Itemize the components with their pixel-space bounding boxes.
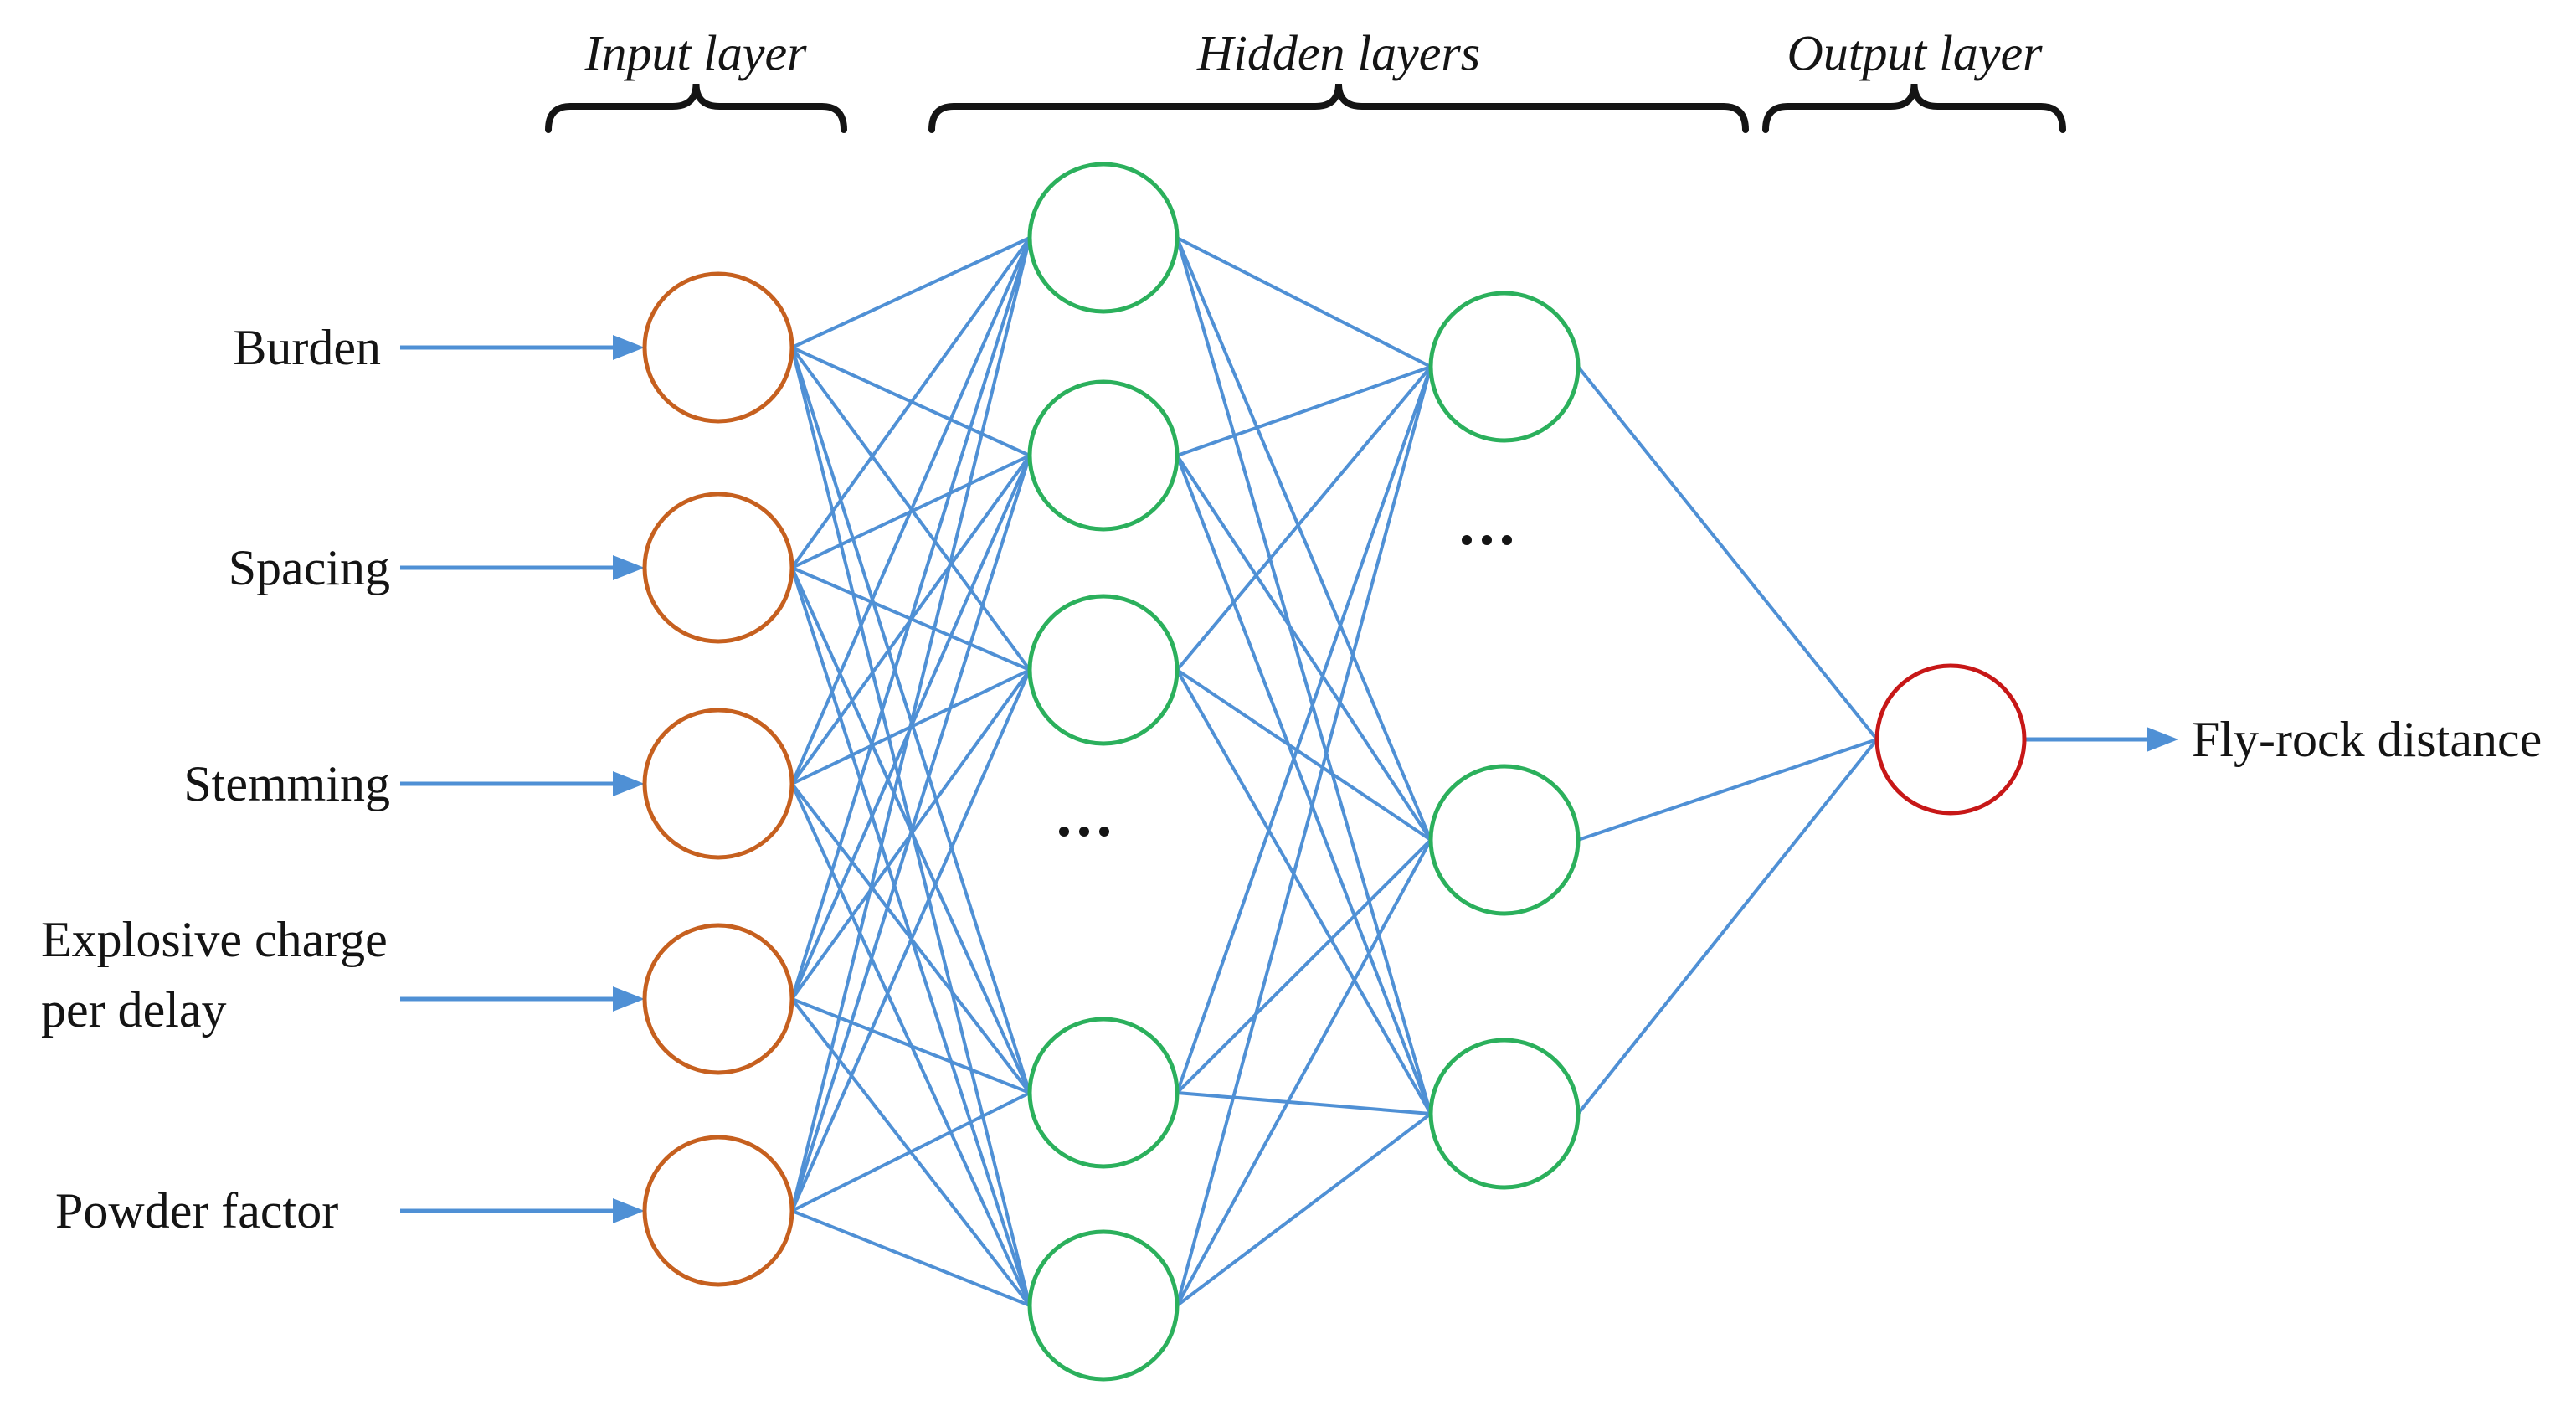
arrowhead-icon: [613, 771, 645, 796]
connection-line: [1176, 236, 1432, 368]
input-node: [642, 492, 794, 644]
arrowhead-icon: [613, 986, 645, 1012]
connection-line: [1175, 366, 1432, 1094]
connection-line: [1576, 738, 1879, 1115]
hidden-layers-header: Hidden layers: [1196, 25, 1481, 81]
connection-line: [1175, 839, 1432, 1306]
connection-line: [1576, 365, 1879, 741]
connection-line: [790, 669, 1031, 1212]
hidden2-node: [1428, 291, 1581, 443]
layer-brace: [1762, 83, 2066, 133]
ellipsis-dot: [1079, 827, 1089, 837]
input-node: [642, 1135, 794, 1287]
hidden1-node: [1027, 1229, 1180, 1382]
connection-line: [1577, 738, 1878, 842]
output-label-fly-rock-distance: Fly-rock distance: [2192, 712, 2543, 767]
input-arrow: [400, 335, 645, 360]
input-arrow: [400, 986, 645, 1012]
input-node: [642, 271, 794, 424]
connection-line: [790, 455, 1031, 1212]
connection-line: [1175, 454, 1432, 842]
arrowhead-icon: [613, 1198, 645, 1223]
hidden2-node: [1428, 764, 1581, 916]
connection-line: [1175, 669, 1432, 1115]
connection-line: [1175, 365, 1432, 672]
output-arrow: [2026, 727, 2178, 752]
connection-line: [791, 236, 1031, 349]
connection-line: [791, 1209, 1031, 1307]
connection-line: [1175, 838, 1432, 1094]
input-arrow: [400, 771, 645, 796]
connection-line: [790, 237, 1031, 785]
ellipsis-dot: [1482, 535, 1492, 545]
connection-line: [1175, 237, 1432, 841]
connection-line: [1175, 668, 1432, 842]
ellipsis-dot: [1059, 827, 1069, 837]
layer-brace: [545, 83, 847, 133]
input-arrow: [400, 1198, 645, 1223]
nodes: [642, 162, 2027, 1382]
arrowhead-icon: [613, 335, 645, 360]
arrowhead-icon: [613, 555, 645, 580]
input-label-explosive-charge-per-delay: Explosive charge per delay: [41, 912, 388, 1038]
output-layer-header: Output layer: [1787, 25, 2043, 81]
input-label-spacing: Spacing: [228, 540, 390, 595]
input-arrow: [400, 555, 645, 580]
input-node: [642, 708, 794, 860]
ellipsis-dot: [1462, 535, 1472, 545]
connection-line: [790, 237, 1031, 1000]
input-node: [642, 923, 794, 1075]
connection-line: [791, 997, 1031, 1094]
hidden2-ellipsis: [1462, 535, 1512, 545]
input-label-stemming: Stemming: [183, 756, 390, 811]
braces: [545, 83, 2066, 133]
connection-line: [1176, 1091, 1432, 1115]
connection-line: [790, 236, 1031, 569]
ellipsis-dot: [1502, 535, 1512, 545]
input-label-burden: Burden: [233, 320, 381, 375]
connection-line: [1175, 237, 1432, 1115]
hidden1-ellipsis: [1059, 827, 1109, 837]
arrows: [400, 335, 2178, 1223]
hidden1-node: [1027, 1017, 1180, 1169]
connection-line: [1175, 455, 1432, 1115]
hidden1-node: [1027, 594, 1180, 746]
output-node: [1874, 663, 2027, 816]
ellipsis-dot: [1099, 827, 1109, 837]
input-label-powder-factor: Powder factor: [55, 1183, 339, 1238]
hidden1-node: [1027, 379, 1180, 532]
connection-line: [1176, 365, 1432, 457]
connection-line: [1175, 1112, 1432, 1307]
layer-brace: [928, 83, 1749, 133]
arrowhead-icon: [2147, 727, 2178, 752]
hidden1-node: [1027, 162, 1180, 314]
connection-line: [1175, 366, 1432, 1306]
hidden2-node: [1428, 1038, 1581, 1190]
input-layer-header: Input layer: [584, 25, 807, 81]
connection-lines: [790, 236, 1879, 1307]
connection-line: [791, 1091, 1031, 1213]
connection-line: [790, 237, 1031, 1212]
